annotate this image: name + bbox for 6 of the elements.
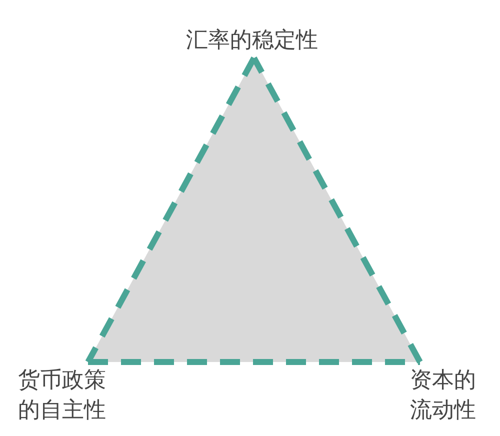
vertex-label: 资本的流动性 [410, 366, 478, 426]
dashed-line [88, 359, 420, 365]
vertex-label: 汇率的稳定性 [186, 26, 318, 56]
dashed-line [85, 56, 257, 364]
dashed-line [251, 56, 423, 364]
vertex-label: 货币政策的自主性 [18, 366, 108, 426]
